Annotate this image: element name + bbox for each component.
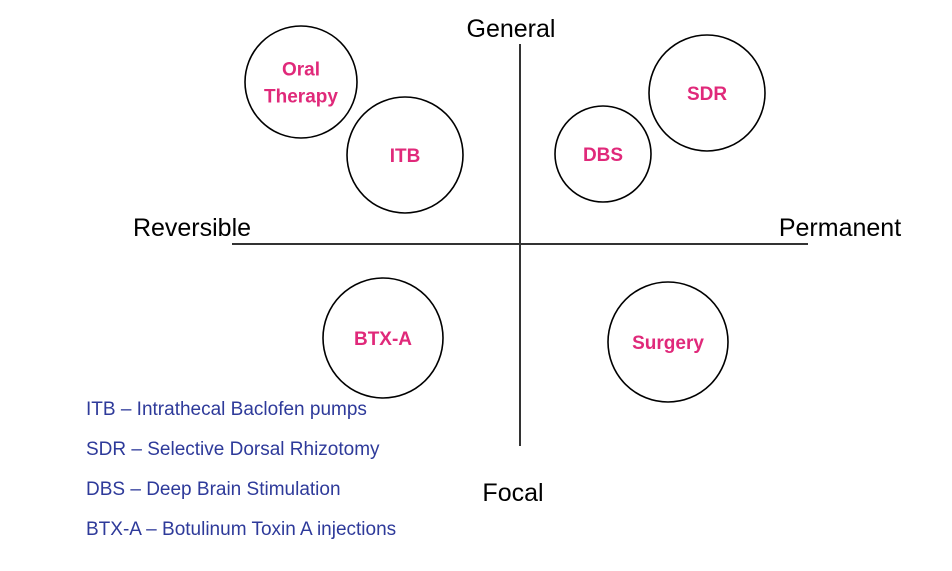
axis-label-focal: Focal <box>482 479 543 507</box>
bubble-label-sdr: SDR <box>687 84 727 105</box>
bubble-circle-oral-therapy <box>244 25 358 139</box>
legend-item-dbs: DBS – Deep Brain Stimulation <box>86 479 341 500</box>
abbreviation-legend: ITB – Intrathecal Baclofen pumps SDR – S… <box>86 400 396 560</box>
bubble-btx-a: BTX-A <box>322 277 444 399</box>
bubble-dbs: DBS <box>554 105 652 203</box>
bubble-circle-itb <box>346 96 464 214</box>
bubble-circle-sdr <box>648 34 766 152</box>
bubble-label-surgery: Surgery <box>632 333 704 354</box>
axis-label-reversible: Reversible <box>133 214 251 242</box>
bubble-label-oral-therapy: Oral <box>282 60 320 81</box>
bubble-circle-btx-a <box>322 277 444 399</box>
bubble-sdr: SDR <box>648 34 766 152</box>
legend-item-sdr: SDR – Selective Dorsal Rhizotomy <box>86 439 380 460</box>
bubble-itb: ITB <box>346 96 464 214</box>
bubble-surgery: Surgery <box>607 281 729 403</box>
bubble-label-itb: ITB <box>390 146 421 167</box>
bubble-circle-surgery <box>607 281 729 403</box>
bubble-circle-dbs <box>554 105 652 203</box>
legend-item-itb: ITB – Intrathecal Baclofen pumps <box>86 399 367 420</box>
bubble-label-oral-therapy: Therapy <box>264 87 338 108</box>
axis-label-permanent: Permanent <box>779 214 901 242</box>
legend-item-btx-a: BTX-A – Botulinum Toxin A injections <box>86 519 397 540</box>
axis-label-general: General <box>467 15 556 43</box>
bubble-label-dbs: DBS <box>583 145 623 166</box>
bubble-label-btx-a: BTX-A <box>354 329 412 350</box>
